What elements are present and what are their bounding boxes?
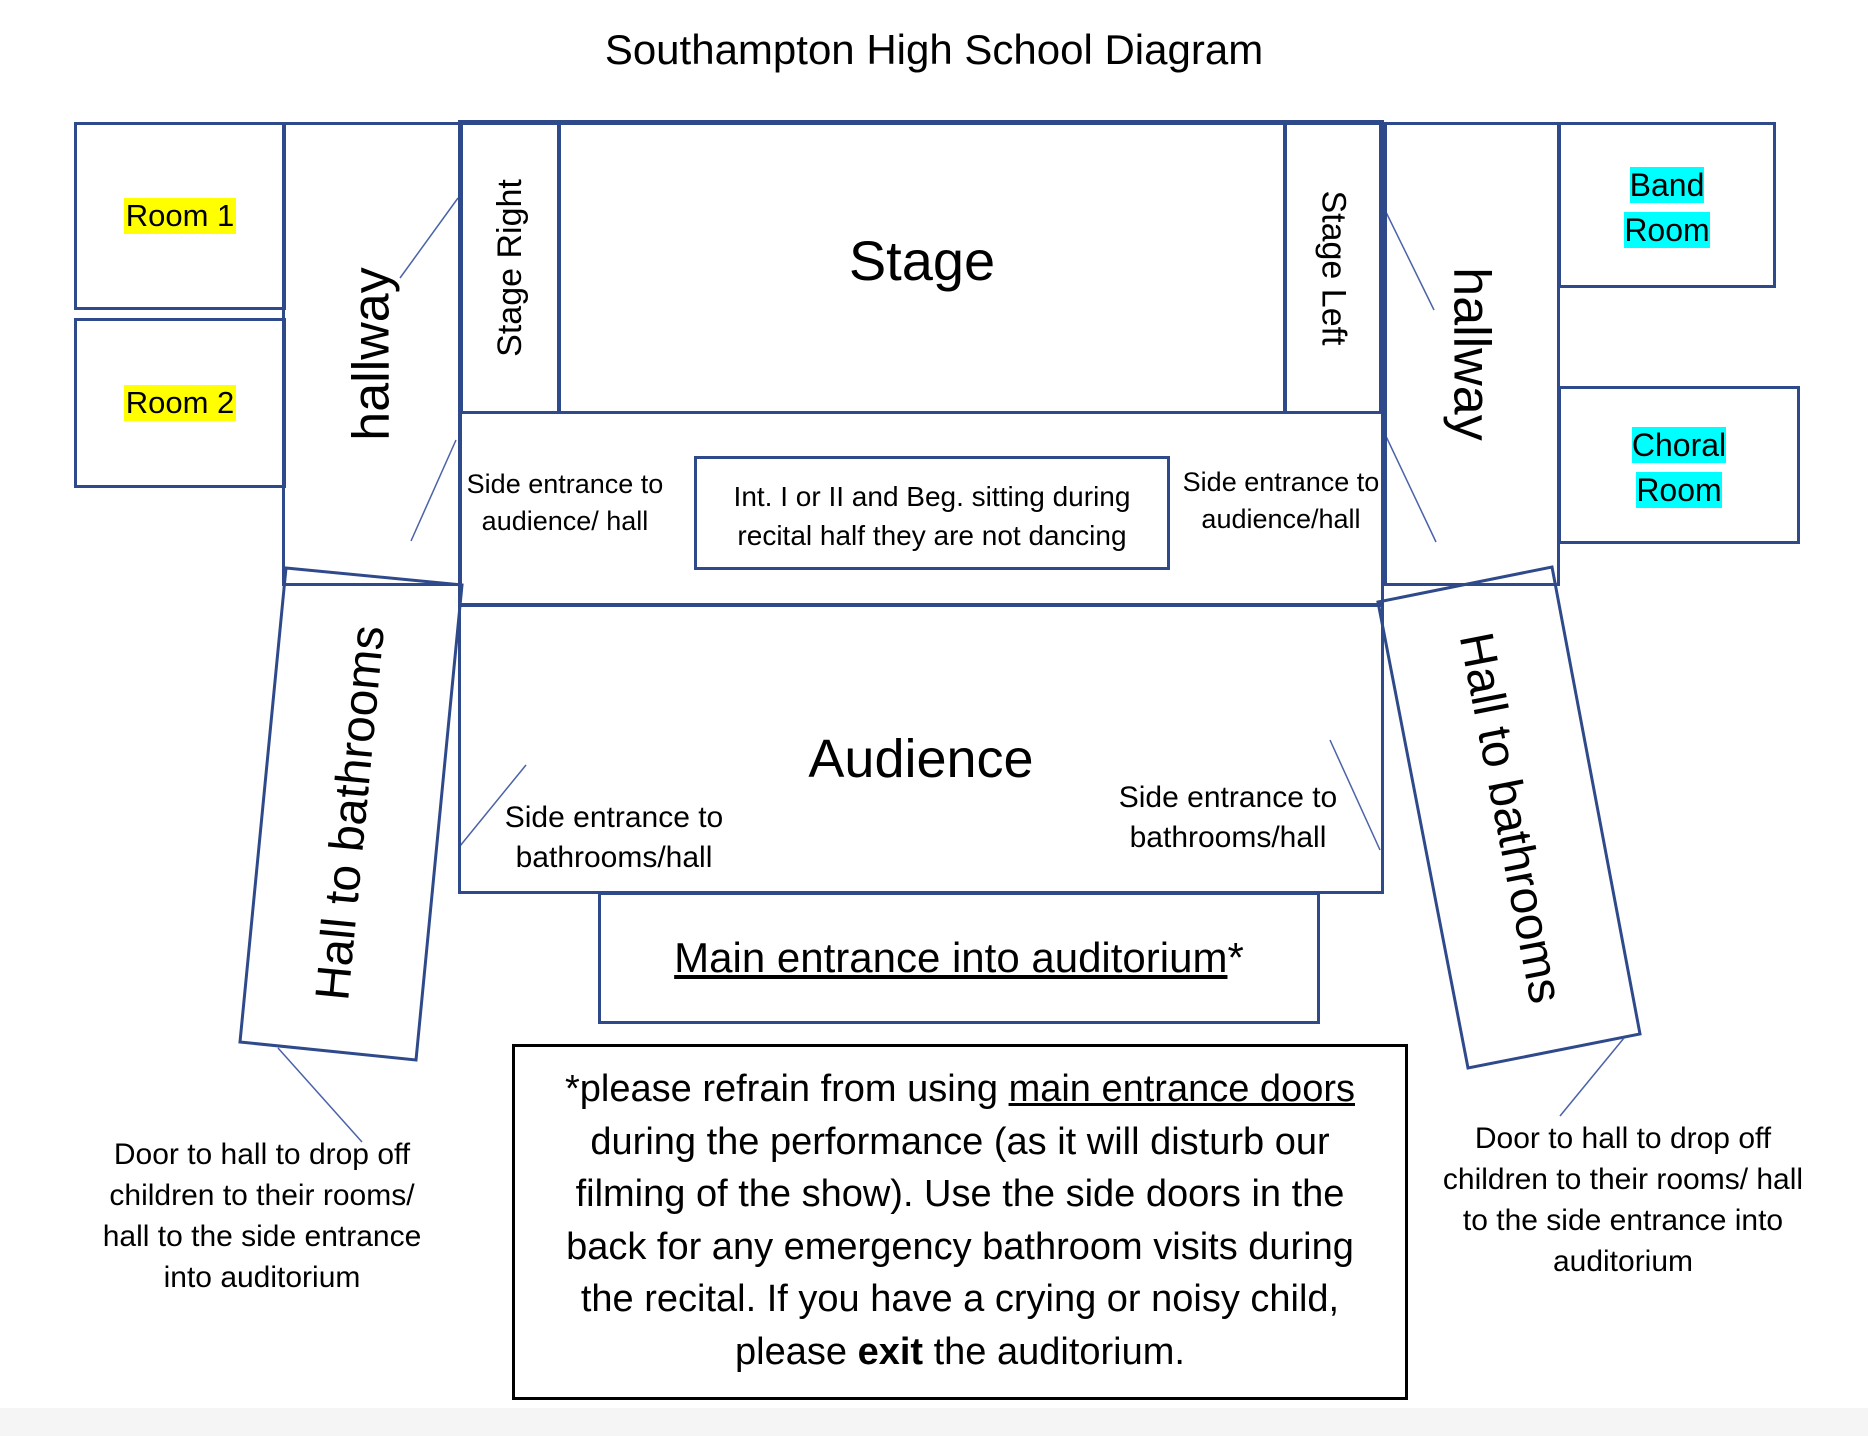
stage: Stage: [558, 122, 1286, 414]
right-bathroom-hall-outline: [1376, 565, 1642, 1070]
left-hallway: hallway: [282, 122, 462, 586]
left-door-note-line-4: into auditorium: [163, 1261, 361, 1294]
pointer-line-lower-left-entrance: [459, 764, 527, 847]
pointer-line-left-door: [277, 1047, 363, 1143]
left-hallway-label: hallway: [342, 267, 401, 441]
right-hallway: hallway: [1384, 122, 1560, 586]
right-door-note-line-3: to the side entrance into: [1462, 1204, 1784, 1237]
side-entrance-lower-left-line-1: Side entrance to: [504, 801, 724, 834]
seating-note-line-1: Int. I or II and Beg. sitting during: [733, 481, 1131, 512]
notice-line-2: during the performance (as it will distu…: [590, 1120, 1330, 1163]
pointer-line-upper-left-entrance: [410, 439, 457, 542]
notice-line-5: the recital. If you have a crying or noi…: [580, 1278, 1340, 1320]
room-2: Room 2: [74, 318, 286, 488]
pointer-line-right-door: [1559, 1037, 1625, 1117]
seating-note-box: Int. I or II and Beg. sitting during rec…: [694, 456, 1170, 570]
left-door-note-line-2: children to their rooms/: [109, 1179, 415, 1212]
band-room-label-line-1: Band: [1629, 167, 1705, 203]
room-2-label: Room 2: [123, 385, 237, 421]
stage-right-label: Stage Right: [491, 179, 530, 357]
choral-room-label-line-1: Choral: [1631, 427, 1727, 463]
left-door-note-line-3: hall to the side entrance: [102, 1220, 422, 1253]
side-entrance-lower-left-line-2: bathrooms/hall: [515, 841, 713, 874]
notice-line-1-prefix: *please refrain from using: [565, 1068, 1009, 1110]
stage-right-wing: Stage Right: [460, 122, 560, 414]
right-door-note-line-1: Door to hall to drop off: [1474, 1122, 1772, 1155]
notice-line-6-prefix: please: [735, 1330, 858, 1373]
side-entrance-lower-left: Side entrance to bathrooms/hall: [494, 798, 734, 878]
left-bathroom-hall-outline: [238, 566, 464, 1062]
choral-room-label-line-2: Room: [1636, 472, 1722, 508]
right-door-note-line-2: children to their rooms/ hall: [1442, 1163, 1804, 1196]
side-entrance-upper-left-line-1: Side entrance to: [466, 469, 664, 499]
stage-left-wing: Stage Left: [1284, 122, 1382, 414]
left-door-note: Door to hall to drop off children to the…: [82, 1134, 442, 1298]
page-bottom-edge: [0, 1408, 1868, 1436]
room-1: Room 1: [74, 122, 286, 310]
seating-note-line-2: recital half they are not dancing: [737, 520, 1127, 551]
notice-line-6-suffix: the auditorium.: [923, 1330, 1185, 1373]
main-entrance-asterisk: *: [1227, 934, 1244, 981]
main-entrance: Main entrance into auditorium*: [598, 892, 1320, 1024]
audience-label: Audience: [808, 729, 1034, 789]
notice-line-4: back for any emergency bathroom visits d…: [566, 1225, 1354, 1268]
pointer-line-lower-right-entrance: [1329, 739, 1381, 851]
side-entrance-upper-right-line-1: Side entrance to: [1182, 467, 1380, 497]
right-door-note: Door to hall to drop off children to the…: [1418, 1118, 1828, 1282]
pointer-line-stage-right: [399, 197, 459, 279]
side-entrance-lower-right-line-1: Side entrance to: [1118, 781, 1338, 814]
band-room: Band Room: [1558, 122, 1776, 288]
main-entrance-label: Main entrance into auditorium: [674, 934, 1228, 981]
room-1-label: Room 1: [123, 198, 237, 234]
right-hallway-label: hallway: [1443, 267, 1502, 441]
diagram-title: Southampton High School Diagram: [604, 26, 1264, 73]
stage-left-label: Stage Left: [1314, 190, 1353, 346]
side-entrance-upper-left-line-2: audience/ hall: [481, 506, 649, 536]
choral-room: Choral Room: [1558, 386, 1800, 544]
left-door-note-line-1: Door to hall to drop off: [113, 1138, 411, 1171]
right-door-note-line-4: auditorium: [1552, 1245, 1694, 1278]
pointer-line-upper-right-entrance: [1383, 431, 1437, 543]
notice-main-doors: main entrance doors: [1008, 1068, 1355, 1110]
notice-line-3: filming of the show). Use the side doors…: [575, 1173, 1345, 1215]
side-entrance-upper-right-line-2: audience/hall: [1201, 504, 1361, 534]
pointer-line-stage-left: [1383, 207, 1435, 311]
notice-exit-word: exit: [857, 1330, 924, 1373]
stage-label: Stage: [848, 228, 996, 292]
side-entrance-upper-right: Side entrance to audience/hall: [1178, 464, 1384, 538]
side-entrance-upper-left: Side entrance to audience/ hall: [462, 466, 668, 540]
band-room-label-line-2: Room: [1624, 212, 1710, 248]
side-entrance-lower-right-line-2: bathrooms/hall: [1129, 821, 1327, 854]
side-entrance-lower-right: Side entrance to bathrooms/hall: [1108, 778, 1348, 858]
notice-box: *please refrain from using main entrance…: [512, 1044, 1408, 1400]
